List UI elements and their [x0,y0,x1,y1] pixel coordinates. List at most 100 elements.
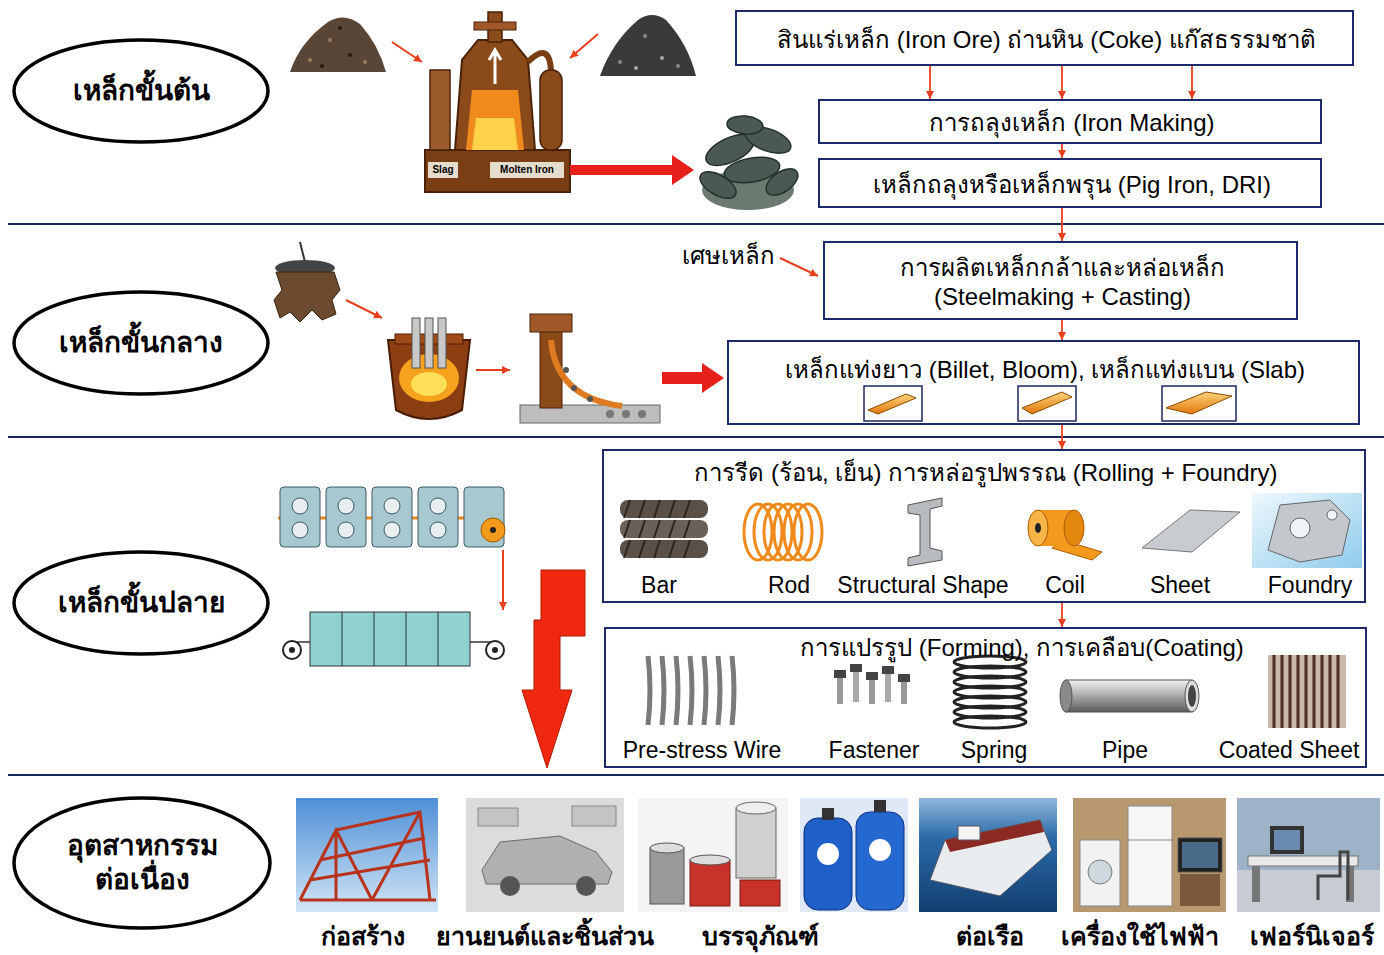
coil-icon [1035,523,1041,533]
product-label: Coil [1045,572,1085,600]
process-box: เหล็กถลุงหรือเหล็กพรุน (Pig Iron, DRI) [818,158,1322,208]
automotive-photo [466,798,624,912]
furnace-label: Slag [432,164,453,176]
rolling-mill [490,527,496,533]
node-text: สินแร่เหล็ก (Iron Ore) ถ่านหิน (Coke) แก… [777,26,1316,55]
process-box: การถลุงเหล็ก (Iron Making) [818,99,1322,144]
pipe-icon [1060,680,1072,712]
iron-ore-pile [338,26,342,30]
automotive-photo [576,876,596,896]
furniture-photo [1270,826,1304,854]
product-label: Structural Shape [837,572,1008,600]
product-label: Coated Sheet [1219,737,1360,765]
wire-icon [704,656,706,725]
pipe-icon [1185,680,1199,712]
rolling-mill [481,518,505,542]
appliance-photo [1182,842,1218,868]
fastener-icon [869,680,875,704]
wire-icon [676,656,678,725]
automotive-photo [482,836,612,884]
iron-ore-pile [290,17,386,72]
blast-furnace [489,50,501,84]
construction-photo [296,798,438,912]
flow-connector [1061,320,1063,340]
scrap-label: เศษเหล็ก [682,242,775,271]
foundry-icon [1252,493,1362,568]
packaging-photo [740,880,780,906]
process-arrow [522,570,585,768]
appliance-photo [1178,838,1222,872]
rolling-mill [338,522,354,538]
scrap-magnet [274,242,340,322]
fastener-icon [837,678,843,704]
spring-icon [954,656,1026,728]
beam-icon [908,498,942,566]
feed-arrow [346,300,382,318]
continuous-caster [571,385,577,391]
coil-icon [1028,510,1048,546]
continuous-caster [638,410,646,418]
coil-icon [1028,510,1102,560]
packaging-photo [650,843,684,853]
coke-pile [618,60,622,64]
node-text: อุตสาหกรรม ต่อเนื่อง [58,829,226,896]
industry-label: ยานยนต์และชิ้นส่วน [436,921,654,951]
wire-icon [732,656,734,725]
bar-icon [624,500,690,558]
continuous-caster [520,314,660,423]
rolling-mill [338,498,354,514]
wire-icon [648,656,734,725]
gas-cylinder-photo [822,808,834,820]
stage-ellipse: อุตสาหกรรม ต่อเนื่อง [12,796,272,930]
rolling-mill [430,522,446,538]
coke-pile [660,56,664,60]
node-text: เหล็กขั้นปลาย [58,586,225,620]
feed-arrow [780,258,818,276]
sheet-icon [1142,510,1240,552]
continuous-caster [530,314,572,332]
billet-icon [864,386,922,421]
separator-line [8,436,1384,438]
annealing-line [283,641,301,659]
ship-photo [930,820,1052,896]
bar-icon [620,500,708,518]
billet-icon [1022,392,1072,414]
gas-cylinder-photo [856,812,904,910]
node-text: เหล็กถลุงหรือเหล็กพรุน (Pig Iron, DRI) [873,171,1271,200]
feed-arrow [392,42,422,62]
node-text: การผลิตเหล็กกล้าและหล่อเหล็ก (Steelmakin… [843,254,1283,312]
industry-label: ก่อสร้าง [321,921,405,951]
gas-cylinder-photo [869,839,891,861]
continuous-caster [606,410,614,418]
construction-photo [300,812,436,900]
appliance-photo [1128,840,1172,841]
flow-arrow [570,155,694,185]
ship-photo [919,798,1057,912]
flow-connector [1061,66,1063,99]
rolling-mill [384,522,400,538]
blast-furnace [430,70,450,150]
fastener-icon [850,664,862,672]
furniture-photo [1237,798,1380,912]
process-box: การผลิตเหล็กกล้าและหล่อเหล็ก (Steelmakin… [823,241,1298,320]
rolling-mill [418,487,458,547]
wire-icon [648,656,650,725]
rod-icon [744,504,822,560]
blast-furnace [455,40,535,150]
annealing-line [310,612,470,666]
beam-icon [908,498,942,566]
feed-arrow [502,550,504,610]
ellipse-outline [14,292,268,394]
product-label: Pre-stress Wire [623,737,781,765]
furniture-photo [1237,798,1380,912]
industry-label: บรรจุภัณฑ์ [702,921,819,951]
billet-icon [1018,386,1076,421]
continuous-caster [587,396,593,402]
ship-photo [919,798,1057,912]
coated-sheet-icon [1268,655,1346,728]
appliance-photo [1073,798,1226,912]
separator-line [8,774,1384,776]
appliance-photo [1128,806,1172,906]
product-label: Spring [961,737,1027,765]
